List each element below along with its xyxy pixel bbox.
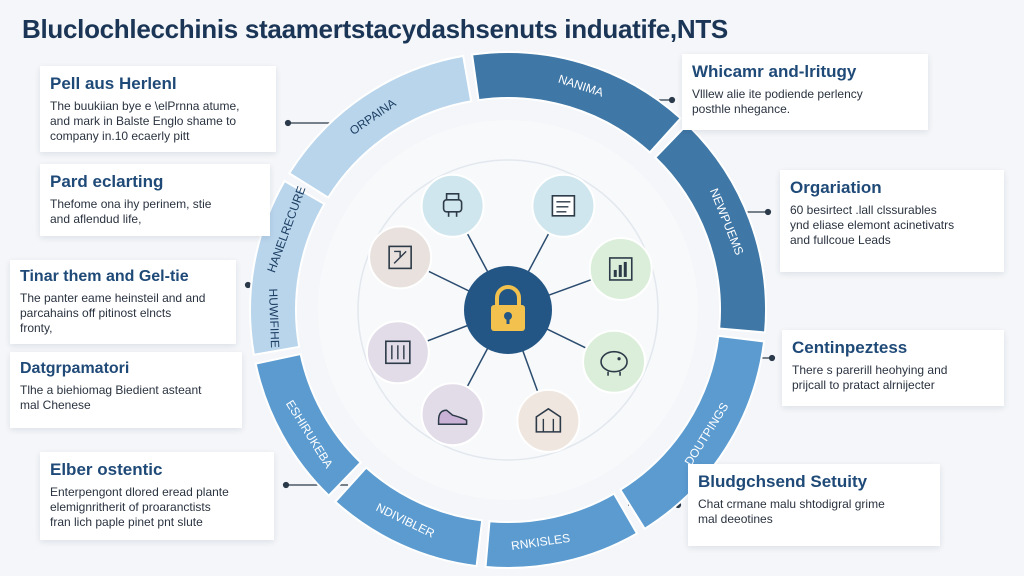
card-line: The panter eame heinsteil and and [20,291,206,305]
ring-segment [470,51,683,154]
padlock-icon [491,285,525,331]
info-card: Pard eclarting Thefome ona ihy perinem, … [40,164,270,236]
card-text: The buukiian bye e \elPrnna atume, and m… [50,99,266,144]
info-card: Tinar them and Gel-tie The panter eame h… [10,260,236,344]
ring-segment [333,466,484,568]
vault-icon [365,320,430,385]
card-line: Vlllew alie ite podiende perlency [692,87,863,101]
ring-segment [254,352,363,498]
card-title: Datgrpamatori [20,360,130,377]
hub [464,266,552,354]
bulldozer-icon [420,173,485,238]
chart-icon [588,236,653,301]
card-line: fran lich paple pinet pnt slute [50,515,203,529]
card-text: The panter eame heinsteil and and parcah… [20,291,226,336]
card-line: company in.10 ecaerly pitt [50,129,190,143]
card-line: Enterpengont dlored eread plante [50,485,229,499]
card-line: The buukiian bye e \elPrnna atume, [50,99,240,113]
card-title: Whicamr and-lritugy [692,62,857,81]
card-text: Tlhe a biehiomag Biedient asteant mal Ch… [20,383,232,413]
ring-segment [618,334,766,531]
info-card: Whicamr and-lritugy Vlllew alie ite podi… [682,54,928,130]
card-line: Chat crmane malu shtodigral grime [698,497,885,511]
card-line: ynd eliase elemont acinetivatrs [790,218,955,232]
connector-dot [244,281,252,289]
info-card: Elber ostentic Enterpengont dlored eread… [40,452,274,540]
info-card: Centinpeztess There s parerill heohying … [782,330,1004,406]
card-text: 60 besirtect .lall clssurables ynd elias… [790,203,994,248]
card-line: Tlhe a biehiomag Biedient asteant [20,383,202,397]
card-line: and mark in Balste Englo shame to [50,114,237,128]
card-line: prijcall to pratact alrnijecter [792,378,935,392]
card-line: elemignritherit of proaranctists [50,500,211,514]
ring-segment [484,492,639,569]
page-title: Bluclochlecchinis staamertstacydashsenut… [22,14,728,44]
piggy-bank-icon [582,329,647,394]
ring-segment [653,122,767,334]
card-line: posthle nhegance. [692,102,791,116]
building-icon [516,388,581,453]
shoe-icon [420,382,485,447]
card-title: Bludgchsend Setuity [698,472,868,491]
card-line: Thefome ona ihy perinem, stie [50,197,212,211]
inner-guide-circle [357,159,659,461]
info-card: Pell aus Herlenl The buukiian bye e \elP… [40,66,276,152]
card-line: mal Chenese [20,398,91,412]
card-text: Thefome ona ihy perinem, stie and aflend… [50,197,260,227]
connector-dot [284,119,292,127]
info-card: Orgariation 60 besirtect .lall clssurabl… [780,170,1004,272]
info-card: Bludgchsend Setuity Chat crmane malu sht… [688,464,940,546]
card-line: There s parerill heohying and [792,363,948,377]
info-card: Datgrpamatori Tlhe a biehiomag Biedient … [10,352,242,428]
card-line: 60 besirtect .lall clssurables [790,203,937,217]
connector-dot [768,354,776,362]
card-text: Enterpengont dlored eread plante elemign… [50,485,264,530]
connector-dot [764,208,772,216]
icon-nodes [365,173,653,453]
card-title: Pell aus Herlenl [50,74,177,93]
card-text: Vlllew alie ite podiende perlency posthl… [692,87,918,117]
ring-segment [287,54,473,200]
card-line: mal deeotines [698,512,773,526]
card-title: Tinar them and Gel-tie [20,268,189,285]
card-text: There s parerill heohying and prijcall t… [792,363,994,393]
card-line: parcahains off pitinost elncts [20,306,172,320]
card-title: Elber ostentic [50,460,163,479]
blueprint-icon [368,225,433,290]
card-line: and aflendud life, [50,212,142,226]
ring-segment-label: HUWIFIHE [266,288,282,348]
card-line: and fullcoue Leads [790,233,891,247]
card-title: Pard eclarting [50,172,164,191]
document-icon [531,173,596,238]
card-title: Orgariation [790,178,882,197]
card-title: Centinpeztess [792,338,908,357]
connector-dot [282,481,290,489]
card-text: Chat crmane malu shtodigral grime mal de… [698,497,930,527]
card-line: fronty, [20,321,53,335]
connector-dot [668,96,676,104]
